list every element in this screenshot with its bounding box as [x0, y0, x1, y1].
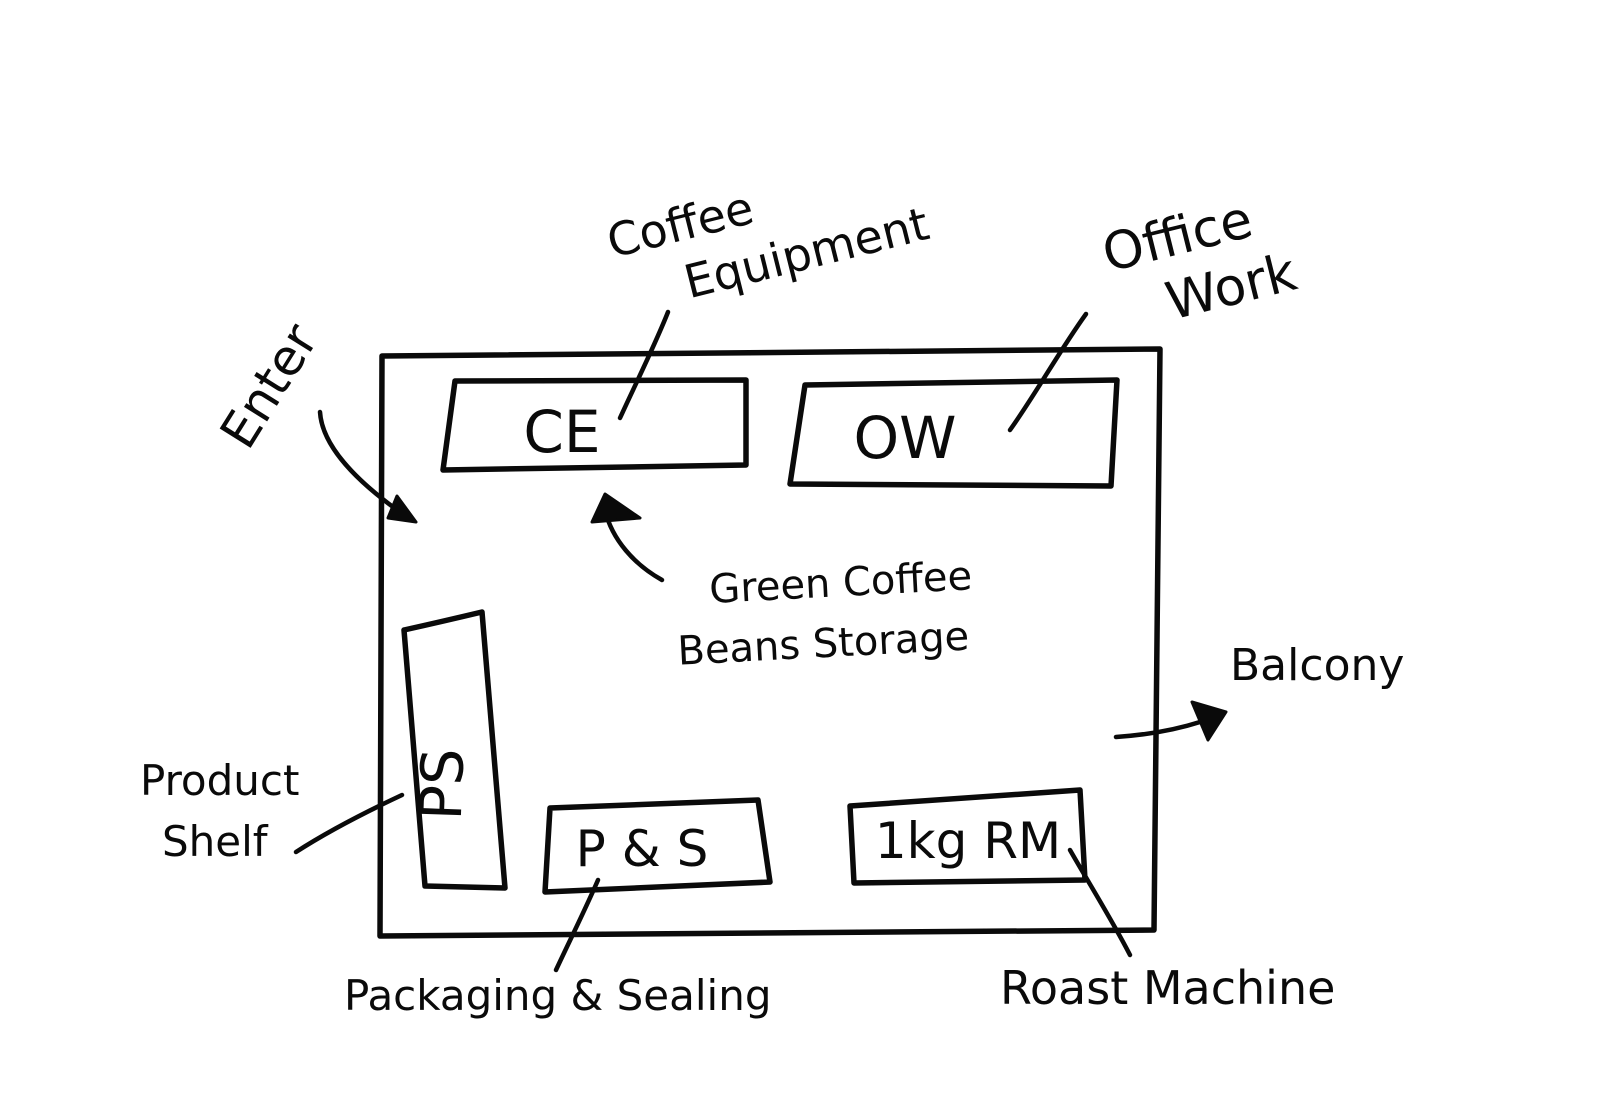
- coffee-equipment-label: Coffee Equipment: [602, 140, 934, 325]
- enter-arrowhead: [386, 494, 418, 524]
- green-coffee-arrowhead: [590, 492, 642, 524]
- roast-machine-leader: [1067, 847, 1133, 958]
- ce-code: CE: [523, 398, 600, 466]
- coffee-equipment-leader: [617, 309, 671, 421]
- green-coffee-label: Green Coffee Beans Storage: [673, 553, 989, 675]
- coffee-equipment-box: [440, 377, 749, 473]
- ow-code: OW: [853, 404, 956, 472]
- packaging-leader: [553, 877, 601, 973]
- enter-arrow: [317, 409, 403, 515]
- room-outline: [377, 346, 1163, 939]
- roast-machine-label: Roast Machine: [1000, 961, 1335, 1015]
- office-work-leader: [1007, 311, 1089, 433]
- packaging-sealing-label: Packaging & Sealing: [344, 971, 772, 1020]
- balcony-arrow: [1113, 719, 1203, 740]
- enter-label: Enter: [209, 313, 330, 458]
- packaging-sealing-box: [542, 797, 773, 895]
- product-shelf-leader: [293, 792, 405, 855]
- balcony-arrowhead: [1190, 700, 1228, 742]
- product-shelf-label: Product Shelf: [140, 756, 313, 866]
- office-work-box: [787, 377, 1120, 489]
- rm-code: 1kg RM: [875, 812, 1061, 870]
- ps-code: PS: [407, 747, 477, 821]
- pns-code: P & S: [576, 820, 709, 878]
- product-shelf-box: [401, 609, 508, 891]
- office-work-label: Office Work: [1097, 182, 1303, 344]
- balcony-label: Balcony: [1230, 640, 1404, 691]
